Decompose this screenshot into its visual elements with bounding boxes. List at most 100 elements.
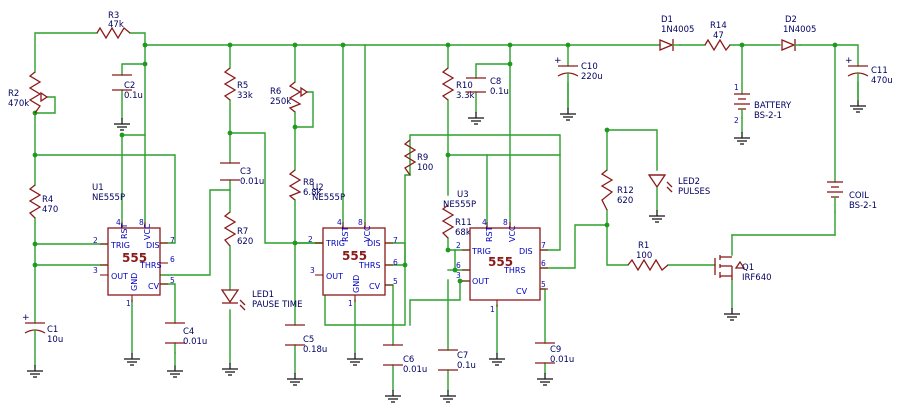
svg-text:OUT: OUT [111,272,128,281]
c6-value: 0.01u [403,365,427,375]
c6-ref: C6 [403,355,414,365]
potentiometer-r2: R2 470k [8,71,49,114]
svg-text:DIS: DIS [519,247,533,256]
q1-value: IRF640 [742,273,772,283]
c8-value: 0.1u [490,87,509,97]
u3-chip: 555 [488,255,513,269]
capacitor-c4: C4 0.01u [165,322,207,378]
r5-value: 33k [237,91,253,101]
battery-ref: BATTERY [754,101,792,111]
c9-value: 0.01u [550,355,574,365]
coil-ref: COIL [849,191,869,201]
svg-text:3: 3 [93,266,98,275]
d2-ref: D2 [785,15,797,25]
svg-text:TRIG: TRIG [110,241,130,250]
coil: COIL BS-2-1 [827,181,877,213]
c2-value: 0.1u [124,91,143,101]
svg-text:VCC: VCC [363,225,372,242]
c3-ref: C3 [240,167,251,177]
svg-text:2: 2 [734,116,739,125]
r4-ref: R4 [42,195,53,205]
resistor-r3: R3 47k [96,11,131,40]
junctions [32,42,838,284]
svg-text:THRS: THRS [503,266,526,275]
svg-text:+: + [554,56,562,66]
d1-value: 1N4005 [661,25,694,35]
c8-ref: C8 [490,77,501,87]
capacitor-c3: C3 0.01u [220,162,264,187]
c5-value: 0.18u [303,345,327,355]
potentiometer-r6: R6 250k [270,81,309,113]
capacitor-c1: + C1 10u [22,313,63,378]
led1-ref: LED1 [252,290,274,300]
c7-value: 0.1u [457,361,476,371]
resistor-r5: R5 33k [223,67,253,101]
resistor-r14: R14 47 [704,21,731,52]
q1-ref: Q1 [742,263,754,273]
svg-text:7: 7 [170,236,175,245]
r9-value: 100 [417,163,433,173]
c10-value: 220u [581,72,603,82]
capacitor-c6: C6 0.01u [383,344,427,403]
svg-text:8: 8 [139,218,144,227]
r10-value: 3.3k [456,91,475,101]
svg-text:1: 1 [348,299,353,308]
svg-text:DIS: DIS [367,239,381,248]
svg-text:5: 5 [393,277,398,286]
svg-text:8: 8 [358,218,363,227]
svg-text:1: 1 [490,305,495,314]
resistor-r10: R10 3.3k [441,67,475,101]
svg-text:TRIG: TRIG [471,247,491,256]
r11-ref: R11 [455,218,472,228]
svg-text:CV: CV [148,282,160,291]
svg-text:6: 6 [541,259,546,268]
capacitor-c2: C2 0.1u [112,74,143,131]
resistor-r7: R7 620 [223,211,253,247]
c2-ref: C2 [124,81,135,91]
led-led1: LED1 PAUSE TIME [220,289,303,376]
u1-ref: U1 [92,183,104,193]
svg-text:4: 4 [116,218,121,227]
r9-ref: R9 [417,153,428,163]
svg-text:GND: GND [130,273,139,291]
r7-ref: R7 [237,227,248,237]
svg-text:7: 7 [393,236,398,245]
ic-u2: U2 NE555P 555 TRIG OUT DIS THRS CV RST V… [308,183,398,366]
svg-text:3: 3 [456,271,461,280]
r5-ref: R5 [237,81,248,91]
svg-text:4: 4 [482,218,487,227]
r14-ref: R14 [710,21,727,31]
ic-u1: U1 NE555P 555 TRIG OUT DIS THRS CV RST V… [92,183,175,366]
resistor-r9: R9 100 [403,139,433,176]
resistor-r12: R12 620 [600,169,634,211]
c10-ref: C10 [581,62,598,72]
svg-text:6: 6 [170,255,175,264]
svg-text:8: 8 [503,218,508,227]
u1-chip: 555 [122,251,147,265]
svg-text:RST: RST [341,226,350,242]
c1-ref: C1 [47,325,58,335]
svg-text:6: 6 [393,258,398,267]
c11-value: 470u [871,76,893,86]
resistor-r11: R11 68k [441,204,472,239]
r1-ref: R1 [638,241,649,251]
c9-ref: C9 [550,345,561,355]
svg-text:4: 4 [337,218,342,227]
resistor-r1: R1 100 [627,241,669,272]
r8-ref: R8 [303,178,314,188]
svg-text:5: 5 [541,280,546,289]
svg-text:2: 2 [456,241,461,250]
battery-value: BS-2-1 [754,111,782,121]
svg-text:2: 2 [93,236,98,245]
svg-text:+: + [22,313,30,323]
capacitor-c9: C9 0.01u [535,342,574,386]
led1-value: PAUSE TIME [252,300,303,310]
u3-value: NE555P [443,200,476,210]
svg-text:3: 3 [310,266,315,275]
svg-text:DIS: DIS [146,241,160,250]
c5-ref: C5 [303,335,314,345]
resistor-r4: R4 470 [28,184,58,219]
c1-value: 10u [47,335,63,345]
coil-value: BS-2-1 [849,201,877,211]
